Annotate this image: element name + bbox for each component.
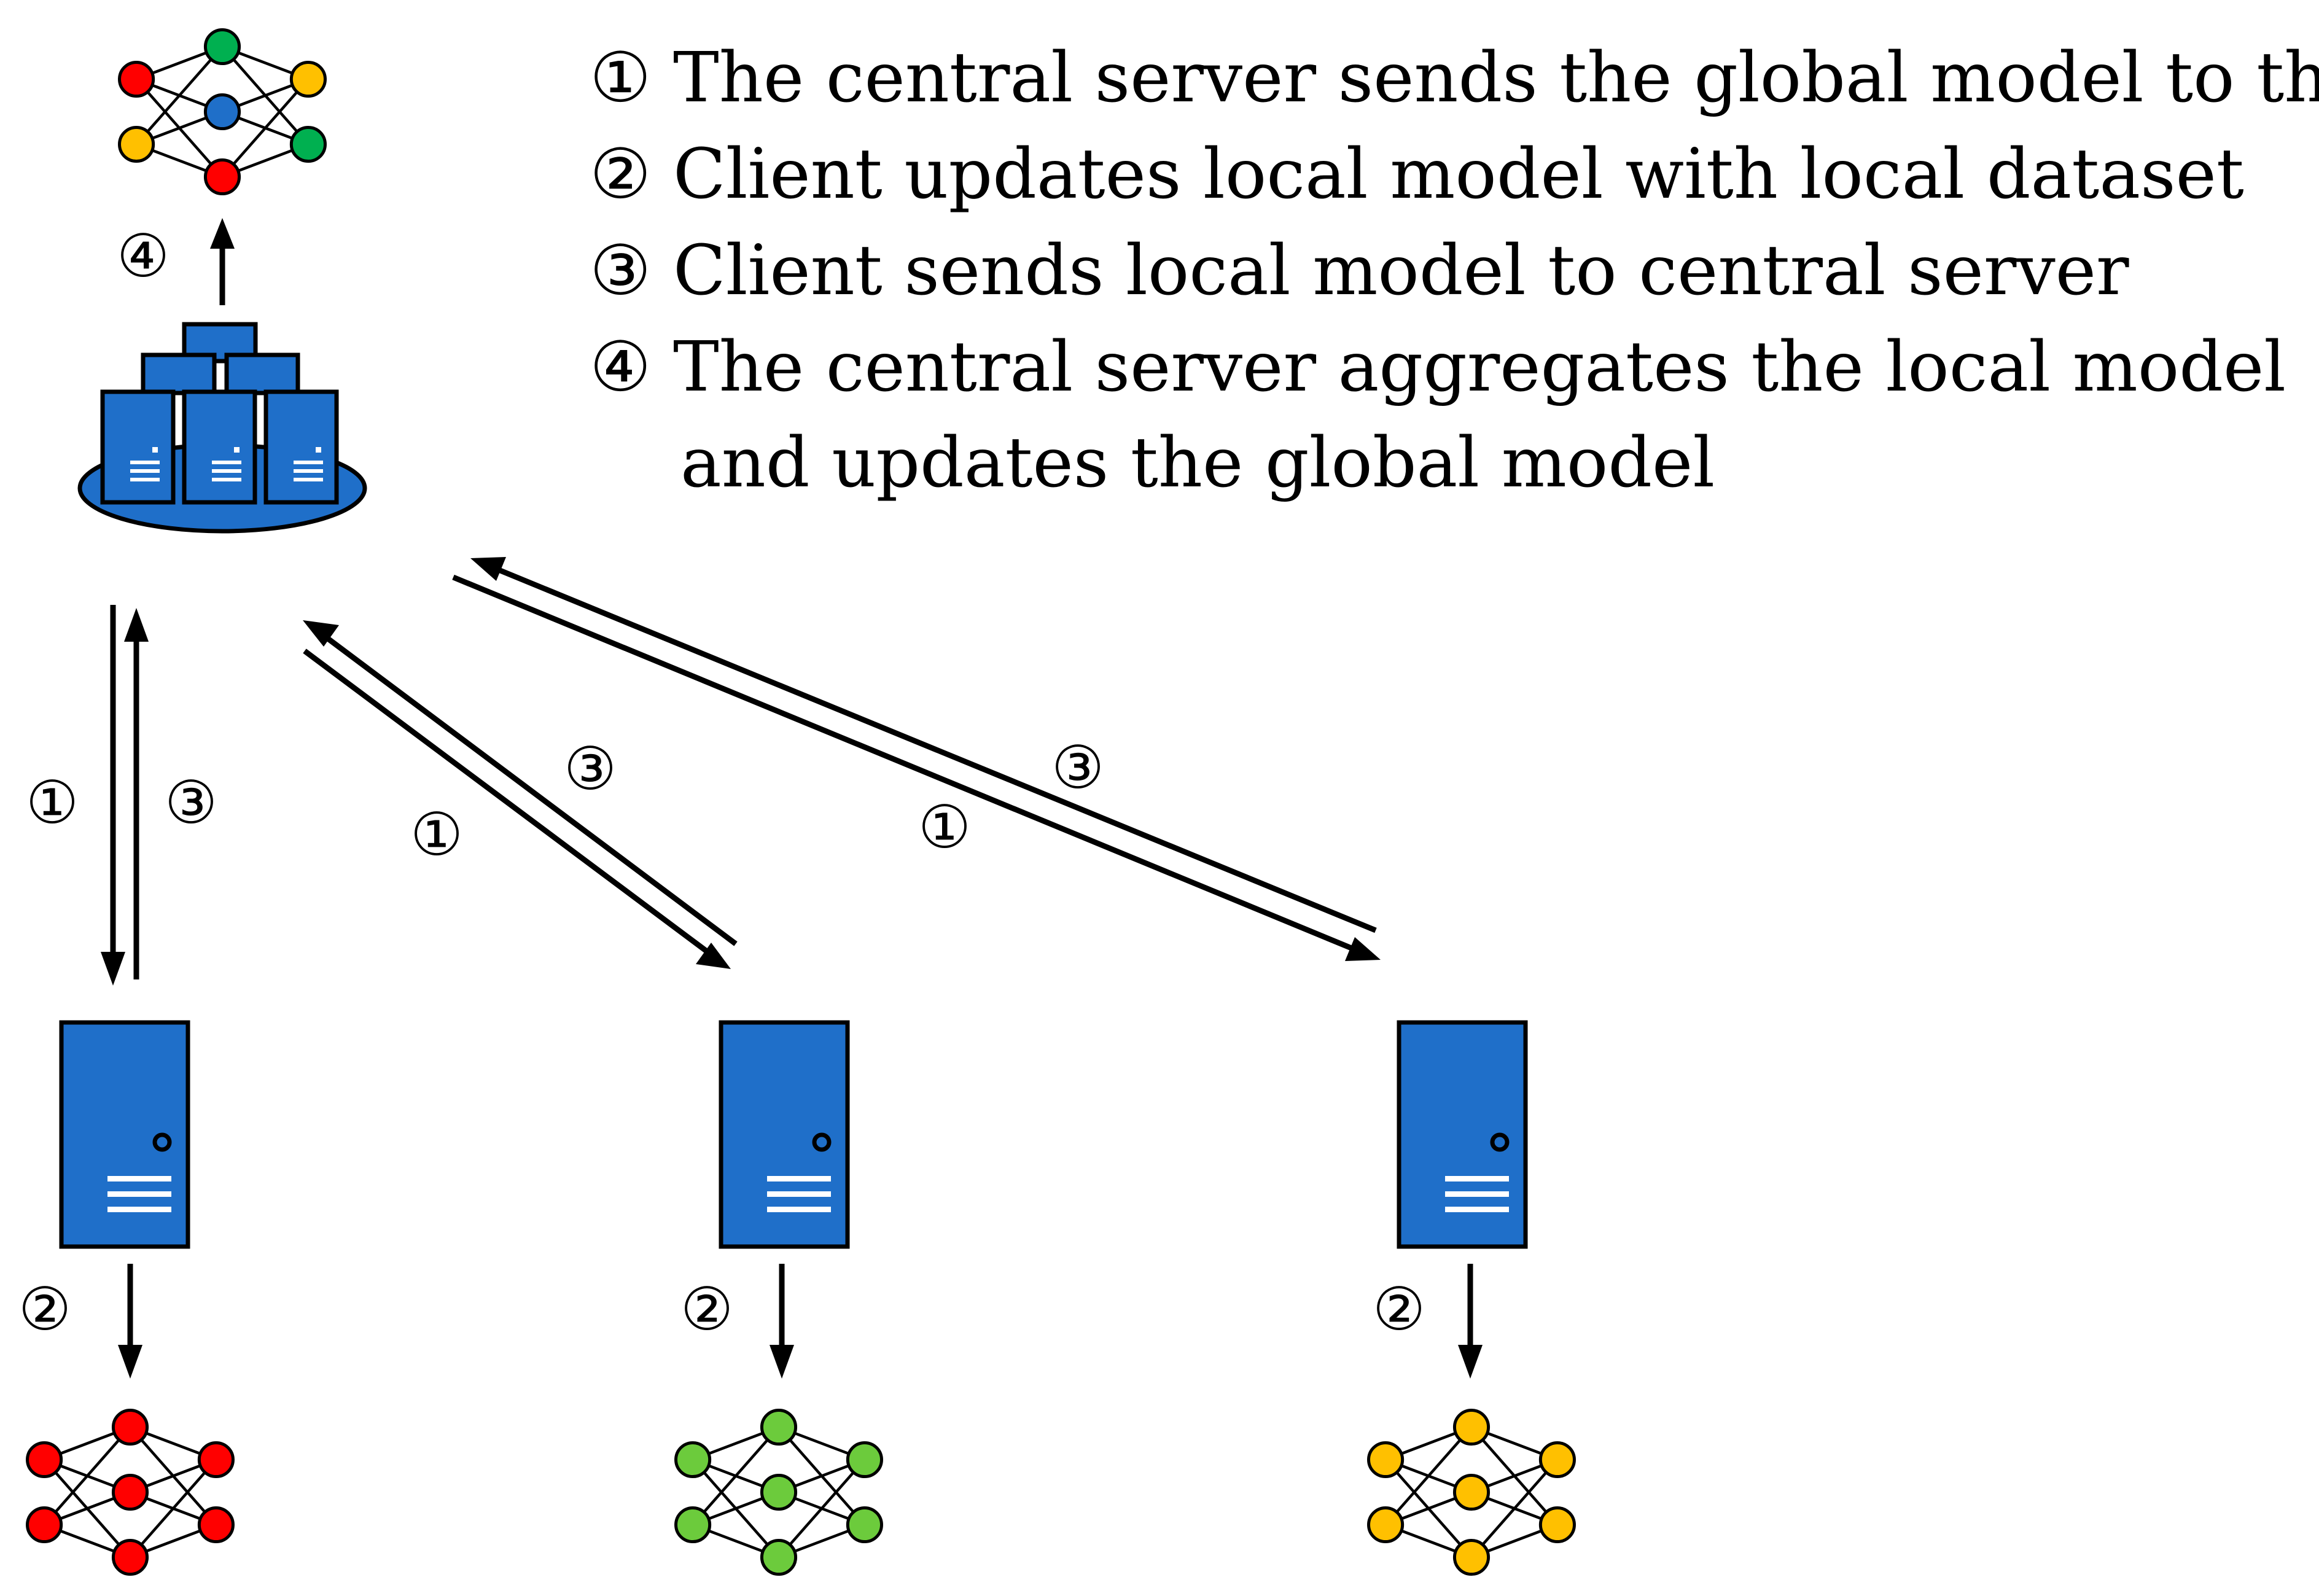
arrow-server-to-client1 [101, 605, 125, 986]
client1-step2-label: ② [18, 1275, 71, 1344]
legend-step-1: ① The central server sends the global mo… [590, 38, 2319, 118]
client1-step1-label: ① [26, 768, 79, 837]
arrow-client3-to-server [470, 557, 1377, 933]
step4-arrow [210, 218, 235, 305]
client1-step2-arrow [118, 1264, 142, 1379]
client3-step2-arrow [1458, 1264, 1483, 1379]
client2-step2-label: ② [680, 1275, 733, 1344]
global-model-icon [118, 28, 327, 196]
client3-server-icon [1397, 1020, 1528, 1249]
client1-local-model-icon [26, 1408, 235, 1576]
client3-step2-label: ② [1373, 1275, 1425, 1344]
legend-step-3: ③ Client sends local model to central se… [590, 231, 2129, 311]
arrow-client1-to-server [124, 608, 149, 979]
client2-step1-label: ① [410, 800, 463, 869]
arrow-client2-to-server [303, 620, 738, 946]
legend-step-4-line2: and updates the global model [680, 423, 1715, 503]
arrow-server-to-client3 [452, 574, 1381, 961]
client3-local-model-icon [1367, 1408, 1576, 1576]
client3-step3-label: ③ [1051, 733, 1104, 802]
legend: ① The central server sends the global mo… [590, 38, 2319, 503]
client2-step3-label: ③ [564, 734, 617, 803]
legend-step-4-line1: ④ The central server aggregates the loca… [590, 327, 2286, 407]
client3-step1-label: ① [918, 793, 971, 862]
client2-step2-arrow [770, 1264, 794, 1379]
client1-server-icon [59, 1020, 190, 1249]
client2-server-icon [719, 1020, 850, 1249]
arrow-server-to-client2 [303, 648, 731, 969]
client1-step3-label: ③ [165, 768, 217, 837]
client2-local-model-icon [674, 1408, 883, 1576]
legend-step-2: ② Client updates local model with local … [590, 134, 2244, 214]
step4-label: ④ [117, 222, 170, 290]
central-server-icon [77, 322, 367, 534]
